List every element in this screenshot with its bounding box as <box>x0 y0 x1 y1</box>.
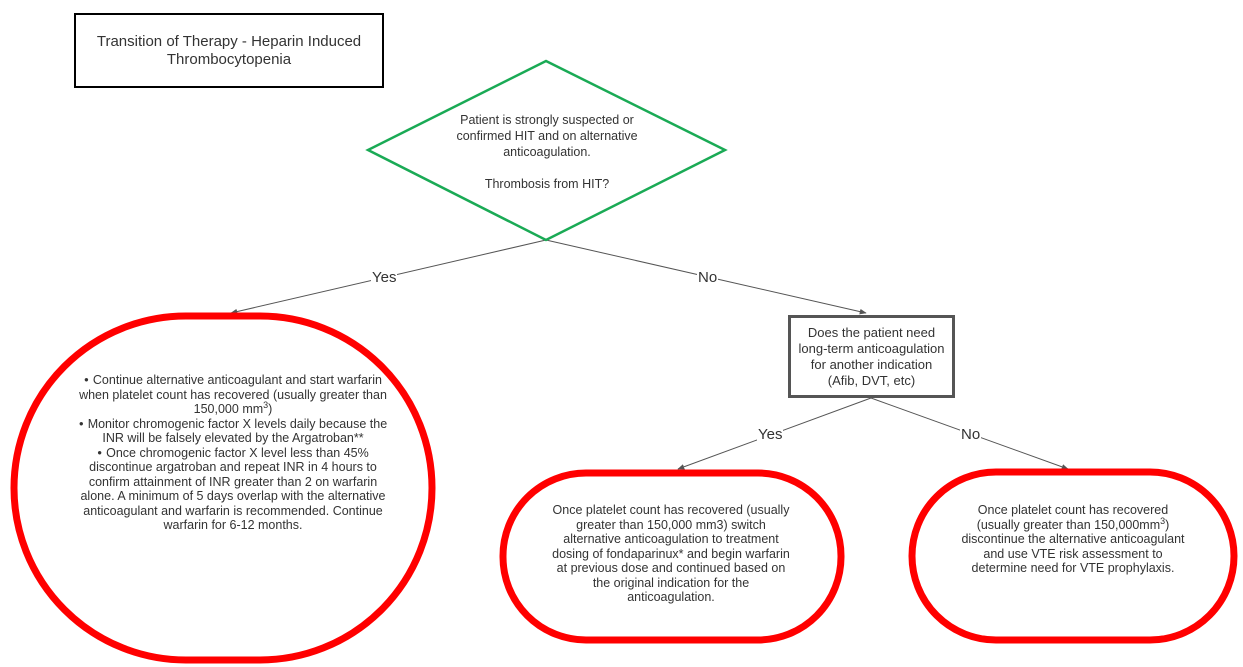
outcome-left-bullet-2: Monitor chromogenic factor X levels dail… <box>78 417 388 446</box>
edge-label-no-1: No <box>697 269 719 286</box>
edge-label-no-2: No <box>960 426 982 443</box>
outcome-left-text: Continue alternative anticoagulant and s… <box>78 373 388 533</box>
outcome-left-bullet-3-text: Once chromogenic factor X level less tha… <box>80 445 386 533</box>
edge-label-yes-1: Yes <box>371 269 398 286</box>
decision-thrombosis-condition: Patient is strongly suspected or confirm… <box>456 113 638 159</box>
outcome-left-bullet-1: Continue alternative anticoagulant and s… <box>78 373 388 417</box>
outcome-left-bullet-1-text: Continue alternative anticoagulant and s… <box>79 373 387 416</box>
outcome-oval-right <box>908 468 1238 644</box>
decision-thrombosis-text: Patient is strongly suspected or confirm… <box>436 112 658 192</box>
outcome-right-text-end: ) discontinue the alternative anticoagul… <box>961 517 1185 576</box>
edge-label-yes-2: Yes <box>757 426 784 443</box>
outcome-right-text: Once platelet count has recovered (usual… <box>955 503 1191 576</box>
superscript-3: 3 <box>263 399 269 410</box>
outcome-left-bullet-3: Once chromogenic factor X level less tha… <box>78 446 388 533</box>
decision-long-term-text: Does the patient need long-term anticoag… <box>798 324 945 388</box>
diagram-title-text: Transition of Therapy - Heparin Induced … <box>96 32 362 68</box>
decision-thrombosis-question: Thrombosis from HIT? <box>484 177 610 191</box>
superscript-3: 3 <box>1160 515 1166 526</box>
outcome-middle-text: Once platelet count has recovered (usual… <box>552 503 790 604</box>
decision-long-term-box: Does the patient need long-term anticoag… <box>788 315 955 398</box>
decision-diamond <box>365 59 728 242</box>
outcome-oval-middle <box>499 469 845 644</box>
diagram-title: Transition of Therapy - Heparin Induced … <box>74 13 384 88</box>
outcome-left-bullet-2-text: Monitor chromogenic factor X levels dail… <box>87 416 388 446</box>
outcome-left-bullet-1-close: ) <box>268 402 273 416</box>
outcome-right-text-start: Once platelet count has recovered (usual… <box>976 503 1169 532</box>
